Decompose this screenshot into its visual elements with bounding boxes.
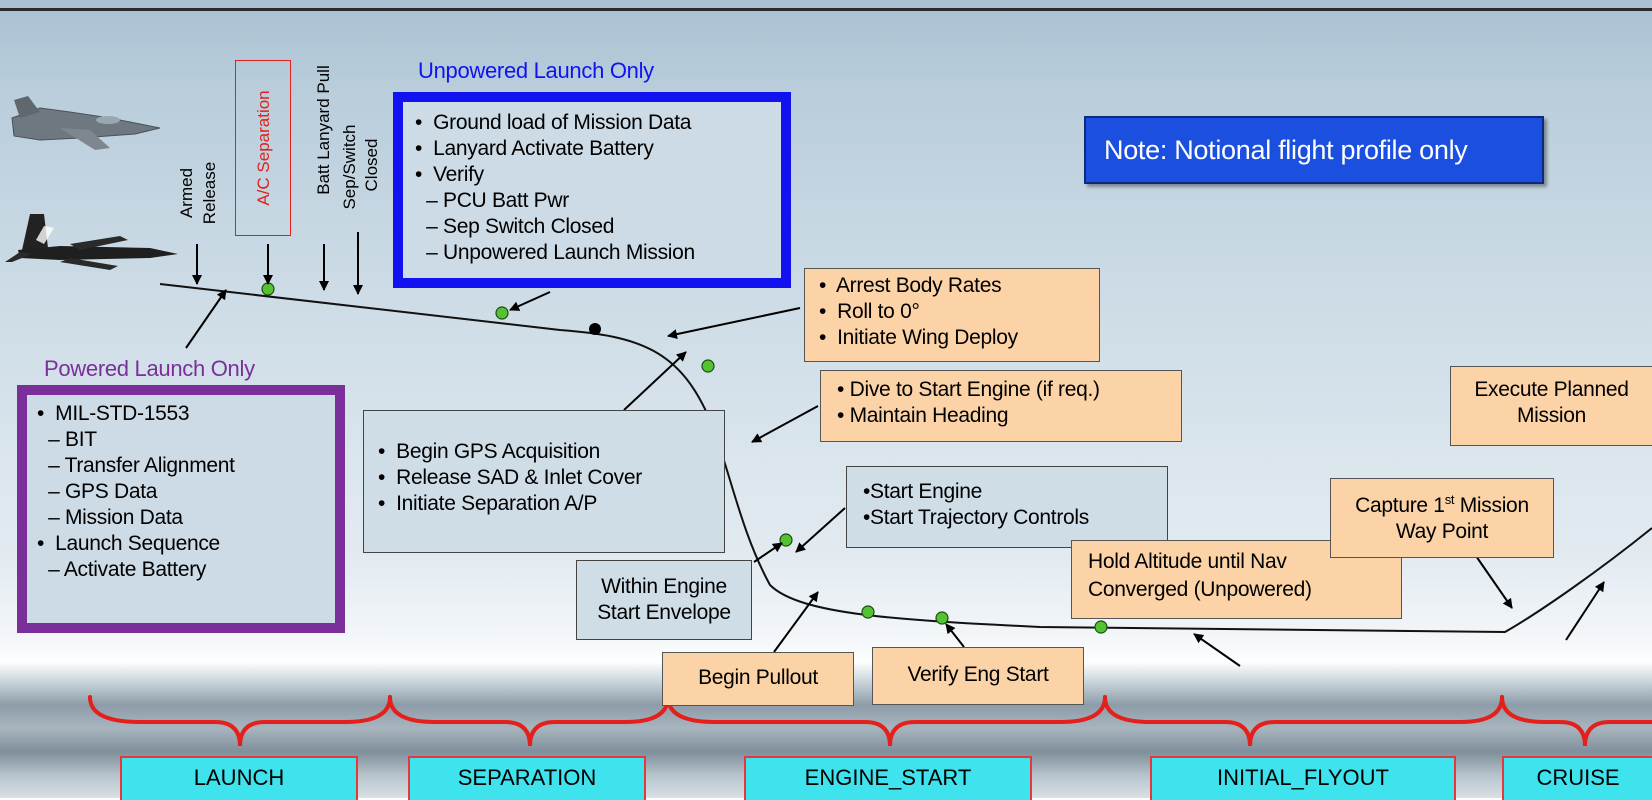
begin-pullout-callout: Begin Pullout [662, 652, 854, 706]
powered-sub-item: Mission Data [64, 506, 183, 529]
powered-item: Launch Sequence [55, 532, 220, 555]
within-engine-envelope-box: Within Engine Start Envelope [576, 560, 752, 640]
start-engine-box: •Start Engine •Start Trajectory Controls [846, 466, 1168, 548]
powered-sub-item: GPS Data [64, 480, 158, 503]
info-line: Begin GPS Acquisition [396, 440, 600, 463]
fighter-jet-icon [11, 96, 161, 150]
arrest-body-rates-callout: • Arrest Body Rates • Roll to 0° • Initi… [804, 268, 1100, 362]
waypoint-marker [701, 359, 715, 373]
unpowered-launch-title: Unpowered Launch Only [418, 58, 654, 83]
closed-label: Closed [362, 138, 381, 192]
waypoint-marker [779, 533, 793, 547]
capture-waypoint-callout: Capture 1st Mission Way Point [1330, 478, 1554, 558]
info-line: •Start Engine [863, 480, 983, 503]
dive-to-start-callout: • Dive to Start Engine (if req.) • Maint… [820, 370, 1182, 442]
powered-sub-item: BIT [64, 428, 97, 451]
powered-sub-item: Activate Battery [63, 558, 207, 581]
phase-launch: LAUNCH [120, 756, 358, 800]
callout-line: Arrest Body Rates [835, 274, 1002, 297]
info-line: Within Engine [601, 575, 727, 598]
ac-separation-box [235, 60, 291, 236]
callout-line: Hold Altitude until Nav [1088, 550, 1287, 573]
info-line: •Start Trajectory Controls [863, 506, 1089, 529]
phase-braces [88, 695, 1652, 747]
unpowered-sub-item: Unpowered Launch Mission [442, 241, 695, 264]
callout-line: Mission [1516, 404, 1587, 427]
event-arrows [185, 232, 1605, 667]
callout-line: Maintain Heading [849, 404, 1009, 427]
powered-sub-item: Transfer Alignment [64, 454, 235, 477]
unpowered-sub-item: PCU Batt Pwr [442, 189, 569, 212]
sep-switch-label: Sep/Switch [340, 124, 359, 210]
callout-line: Dive to Start Engine (if req.) [849, 378, 1100, 401]
execute-mission-callout: Execute Planned Mission [1450, 366, 1652, 446]
callout-line: Way Point [1395, 520, 1489, 543]
info-line: Release SAD & Inlet Cover [396, 466, 642, 489]
info-line: Initiate Separation A/P [396, 492, 598, 515]
waypoint-marker [495, 306, 509, 320]
unpowered-item: Ground load of Mission Data [433, 111, 692, 134]
callout-line: Converged (Unpowered) [1088, 578, 1312, 601]
callout-line: Execute Planned [1474, 378, 1629, 401]
top-rule [0, 8, 1652, 11]
waypoint-marker [861, 605, 875, 619]
waypoint-marker [935, 611, 949, 625]
gps-acquisition-box: • Begin GPS Acquisition • Release SAD & … [363, 410, 725, 553]
waypoint-marker [261, 282, 275, 296]
info-line: Start Envelope [597, 601, 731, 624]
powered-launch-title: Powered Launch Only [44, 356, 255, 381]
unpowered-item: Lanyard Activate Battery [433, 137, 654, 160]
waypoint-marker-black [589, 323, 601, 335]
batt-lanyard-pull-label: Batt Lanyard Pull [314, 65, 333, 195]
hold-altitude-callout: Hold Altitude until Nav Converged (Unpow… [1071, 540, 1402, 619]
verify-eng-start-callout: Verify Eng Start [872, 647, 1084, 705]
phase-engine-start: ENGINE_START [744, 756, 1032, 800]
note-box: Note: Notional flight profile only [1084, 116, 1544, 184]
phase-separation: SEPARATION [408, 756, 646, 800]
ac-separation-label: A/C Separation [254, 90, 273, 206]
unpowered-launch-box: • Ground load of Mission Data • Lanyard … [393, 92, 791, 288]
callout-line: Capture 1st Mission [1355, 492, 1529, 517]
phase-initial-flyout: INITIAL_FLYOUT [1150, 756, 1456, 800]
armed-label: Armed [177, 167, 196, 219]
phase-cruise: CRUISE [1502, 756, 1652, 800]
callout-line: Initiate Wing Deploy [837, 326, 1018, 349]
release-label: Release [200, 161, 219, 225]
bomber-aircraft-icon [5, 214, 178, 270]
powered-item: MIL-STD-1553 [55, 402, 190, 425]
powered-launch-box: • MIL-STD-1553 – BIT – Transfer Alignmen… [17, 385, 345, 633]
callout-line: Roll to 0° [837, 300, 920, 323]
unpowered-item: Verify [433, 163, 484, 186]
unpowered-sub-item: Sep Switch Closed [442, 215, 615, 238]
waypoint-marker [1094, 620, 1108, 634]
